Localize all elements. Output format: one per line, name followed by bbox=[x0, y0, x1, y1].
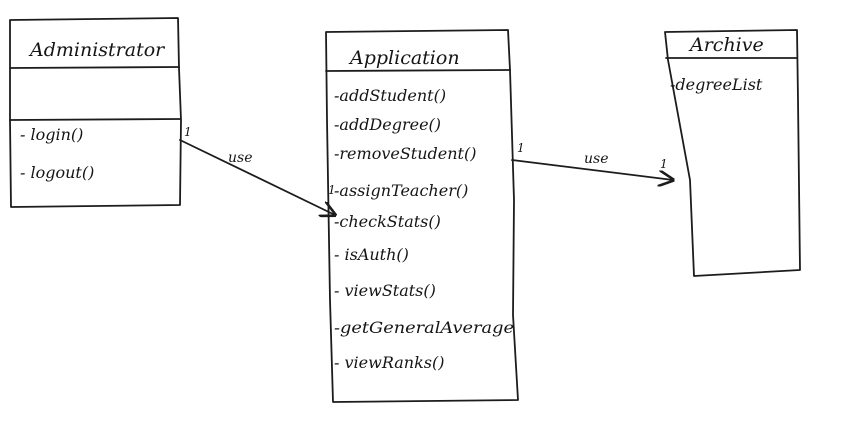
class-archive-border bbox=[664, 29, 801, 277]
class-application-name: Application bbox=[348, 47, 460, 69]
class-administrator-name: Administrator bbox=[28, 39, 166, 61]
association-application-archive-source-multiplicity: 1 bbox=[517, 141, 525, 155]
class-administrator-divider-2 bbox=[9, 118, 181, 121]
class-archive-name: Archive bbox=[688, 34, 764, 56]
class-administrator-method-login: - login() bbox=[20, 125, 83, 144]
class-application-divider-1 bbox=[325, 69, 511, 72]
class-application-method-viewranks: - viewRanks() bbox=[334, 353, 444, 372]
class-administrator[interactable]: Administrator - login() - logout() bbox=[9, 17, 182, 208]
class-administrator-method-logout: - logout() bbox=[20, 163, 94, 182]
class-administrator-border bbox=[9, 17, 182, 208]
association-application-archive-label: use bbox=[584, 151, 609, 167]
class-archive[interactable]: Archive -degreeList bbox=[664, 29, 801, 277]
class-application-method-addstudent: -addStudent() bbox=[334, 86, 446, 105]
association-admin-application-label: use bbox=[228, 150, 253, 166]
association-admin-application-target-multiplicity: 1 bbox=[328, 183, 336, 197]
class-application-method-getgeneralaverage: -getGeneralAverage bbox=[334, 318, 514, 337]
association-application-archive[interactable]: use 1 1 bbox=[511, 141, 673, 180]
class-archive-attribute-degreelist: -degreeList bbox=[670, 75, 763, 94]
association-application-archive-target-multiplicity: 1 bbox=[660, 157, 668, 171]
class-application-method-adddegree: -addDegree() bbox=[334, 115, 441, 134]
association-admin-application-source-multiplicity: 1 bbox=[184, 125, 192, 139]
class-application-method-isauth: - isAuth() bbox=[334, 245, 409, 264]
class-application-method-viewstats: - viewStats() bbox=[334, 281, 436, 300]
association-admin-application[interactable]: use 1 1 bbox=[179, 125, 336, 215]
class-administrator-divider-1 bbox=[9, 66, 180, 69]
class-application-method-removestudent: -removeStudent() bbox=[334, 144, 476, 163]
association-application-archive-line bbox=[511, 159, 673, 180]
class-application-method-assignteacher: -assignTeacher() bbox=[334, 181, 468, 200]
association-admin-application-line bbox=[179, 139, 335, 215]
class-application-method-checkstats: -checkStats() bbox=[334, 212, 441, 231]
class-application[interactable]: Application -addStudent() -addDegree() -… bbox=[325, 29, 519, 403]
